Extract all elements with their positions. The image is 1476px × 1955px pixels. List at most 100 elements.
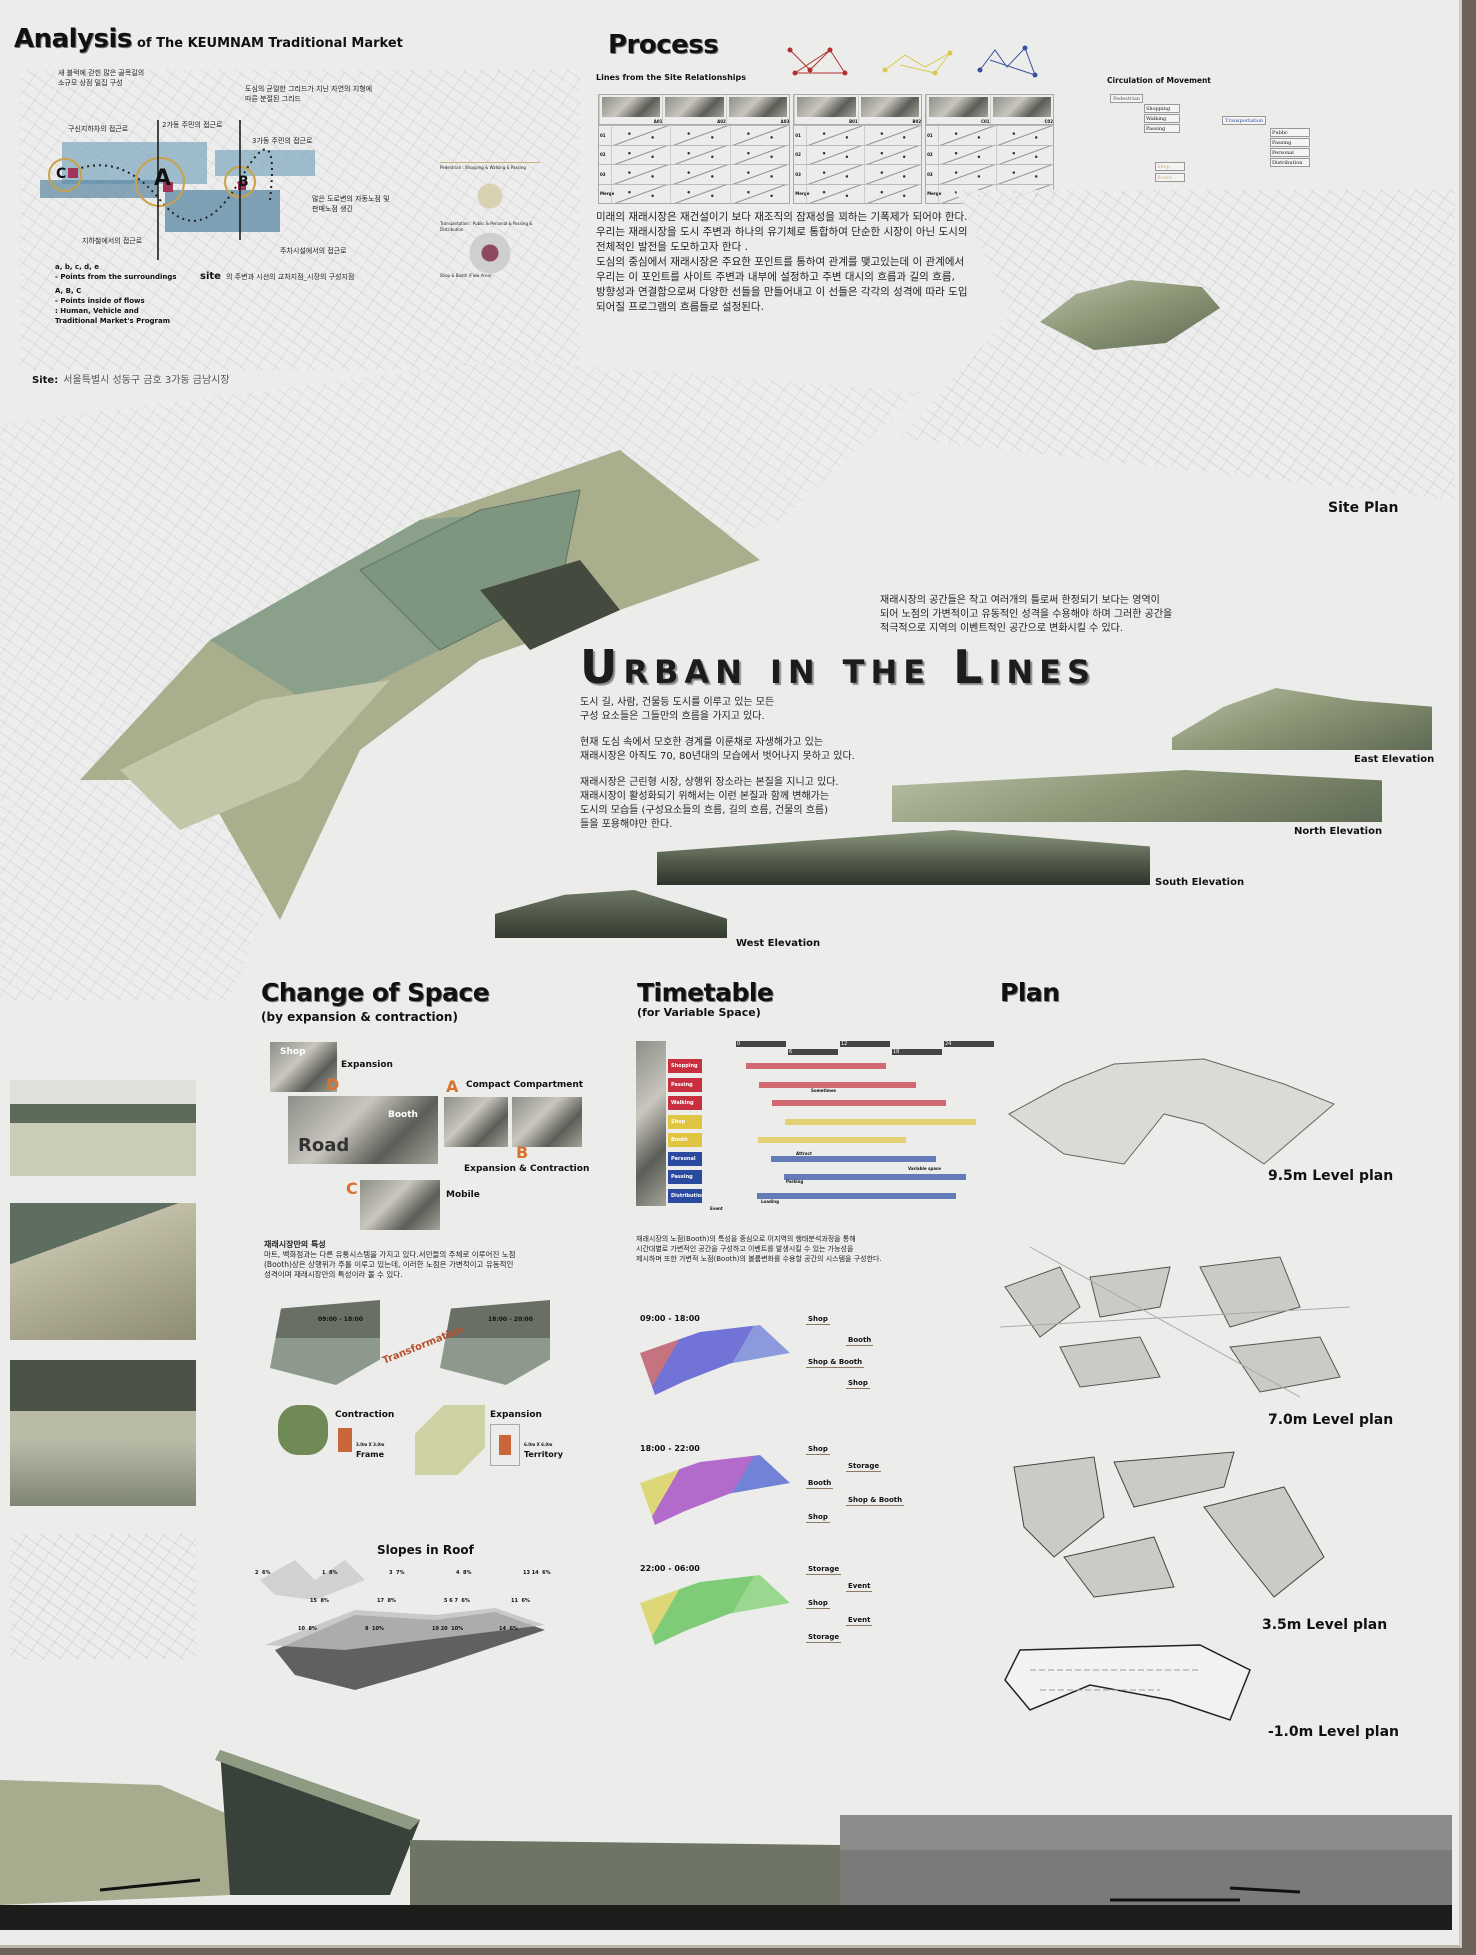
analysis-title: Analysis xyxy=(14,24,132,54)
process-line-cell xyxy=(995,126,1054,145)
concept-title: Urban in the Lines xyxy=(580,640,1097,694)
process-column-label: B02 xyxy=(912,119,922,124)
slope-label: 2 6% xyxy=(255,1570,271,1576)
process-column-label: A03 xyxy=(780,119,790,124)
change-of-space-title: Change of Space xyxy=(261,978,490,1007)
timetable-annotation: Attract xyxy=(796,1151,812,1156)
process-line-cell xyxy=(611,126,671,145)
plan-3-5m-drawing xyxy=(1013,1451,1325,1598)
circulation-item: Personal xyxy=(1270,148,1310,157)
booth-label: Booth xyxy=(388,1110,418,1120)
legend-1-desc: - Points from the surroundings xyxy=(55,273,177,281)
circulation-title: Circulation of Movement xyxy=(1107,76,1211,85)
process-line-cell xyxy=(863,184,922,203)
change-of-space-subtitle: (by expansion & contraction) xyxy=(261,1010,458,1024)
circulation-pedestrian: Pedestrian xyxy=(1110,94,1144,103)
phase-label: Shop xyxy=(846,1378,870,1389)
phase-label: Shop & Booth xyxy=(846,1496,905,1506)
site-address: 서울특별시 성동구 금호 3가동 금남시장 xyxy=(63,375,230,386)
site-note-label: site xyxy=(200,271,221,282)
east-elevation-drawing xyxy=(1172,688,1432,750)
plan-level-label: 7.0m Level plan xyxy=(1268,1412,1394,1428)
phase-label: Storage xyxy=(806,1633,842,1643)
phase-label: Shop & Booth xyxy=(806,1357,865,1368)
analysis-note: 새 블럭에 갇힌 많은 골목길의 소규모 상점 밀집 구성 xyxy=(58,69,145,87)
circulation-item: Distribution xyxy=(1270,158,1310,167)
timetable-bar xyxy=(771,1155,936,1162)
process-photo xyxy=(602,97,661,117)
analysis-note: 구신지하차의 접근로 xyxy=(68,125,129,133)
perspective-view-1 xyxy=(10,1080,196,1176)
process-line-cell xyxy=(938,145,996,164)
timetable-bar xyxy=(785,1118,976,1125)
process-line-cell xyxy=(729,165,790,184)
text-title: 재래시장만의 특성 xyxy=(264,1240,326,1249)
time-label: 09:00 - 18:00 xyxy=(318,1316,363,1323)
flow-caption: Shop & Booth (Flow Area) xyxy=(440,273,492,278)
timetable-bar xyxy=(759,1081,916,1088)
contraction-cart xyxy=(278,1405,328,1455)
slope-label: 1 8% xyxy=(322,1570,338,1576)
process-column-label: C02 xyxy=(1044,119,1054,124)
expansion-cart xyxy=(415,1405,485,1475)
road-label: Road xyxy=(298,1135,350,1156)
time-label: 18:00 - 20:00 xyxy=(488,1316,533,1323)
process-row-label: Merge xyxy=(927,191,942,197)
timetable-hour-tick: 0 xyxy=(736,1041,786,1047)
south-elevation-label: South Elevation xyxy=(1155,877,1245,888)
frame-size: 3.0m X 3.0m xyxy=(356,1442,385,1447)
timetable-row-label: Personal xyxy=(668,1151,702,1166)
point-a-label: A xyxy=(154,166,172,191)
timetable-bar xyxy=(758,1137,906,1143)
process-line-cell xyxy=(863,165,922,184)
plan-level-label: -1.0m Level plan xyxy=(1268,1724,1400,1740)
north-elevation-drawing xyxy=(892,770,1382,822)
timetable-row-label: Distribution xyxy=(668,1188,705,1203)
circulation-item: Public xyxy=(1270,128,1310,137)
letter-b: B xyxy=(516,1143,529,1162)
slopes-roof-diagram xyxy=(260,1560,545,1690)
point-b-label: B xyxy=(238,174,249,190)
slope-label: 4 8% xyxy=(456,1570,472,1576)
plan-7-0m-drawing xyxy=(1000,1247,1350,1397)
analysis-note: 주차시설에서의 접근로 xyxy=(280,247,347,255)
process-column-label: B01 xyxy=(849,119,858,124)
plan-9-5m-drawing xyxy=(1008,1058,1335,1165)
process-line-cell xyxy=(670,126,730,145)
timetable-hour-tick: 24 xyxy=(944,1041,994,1047)
process-row-label: 02 xyxy=(927,152,933,158)
slope-label: 19 20 10% xyxy=(432,1626,464,1632)
process-column-label: A02 xyxy=(717,119,726,124)
timetable-row-label: Walking xyxy=(668,1096,702,1110)
plan-level-label: 3.5m Level plan xyxy=(1262,1617,1388,1633)
concept-paragraph: 재래시장은 근린형 시장, 상행위 장소라는 본질을 지니고 있다. 재래시장이… xyxy=(580,777,839,830)
process-photo xyxy=(860,97,920,117)
process-row-label: 02 xyxy=(600,152,606,158)
slope-label: 8 10% xyxy=(365,1626,384,1632)
legend-1: a, b, c, d, e xyxy=(55,263,100,271)
process-line-cell xyxy=(806,145,864,164)
process-column-label: A01 xyxy=(653,119,663,124)
process-network-icons xyxy=(787,45,1038,78)
process-line-cell xyxy=(995,165,1054,184)
circulation-item: Passing xyxy=(1270,138,1310,147)
process-title: Process xyxy=(608,30,719,60)
process-subtitle: Lines from the Site Relationships xyxy=(596,73,746,82)
frame-icon xyxy=(338,1428,352,1452)
process-line-cell xyxy=(938,165,996,184)
process-row-label: 01 xyxy=(600,132,606,138)
process-line-cell xyxy=(729,145,790,164)
slope-label: 10 8% xyxy=(298,1626,317,1632)
territory-label: Territory xyxy=(524,1450,563,1459)
phase-label: Shop xyxy=(806,1599,830,1609)
exp-con-label: Expansion & Contraction xyxy=(464,1164,590,1174)
analysis-note: 도심의 균일한 그리드가 지닌 자연의 지형에 따른 분절된 그리드 xyxy=(245,85,373,103)
phase-label: Event xyxy=(846,1582,873,1592)
text-body: 마트, 백화점과는 다른 유통시스템을 가지고 있다.서민들의 주체로 이루어진… xyxy=(264,1250,516,1279)
slopes-labels: 2 6%1 8%3 7%4 8%13 14 6%15 8%17 8%5 6 7 … xyxy=(255,1570,555,1690)
timetable-bar xyxy=(784,1174,966,1180)
process-photo xyxy=(797,97,856,117)
